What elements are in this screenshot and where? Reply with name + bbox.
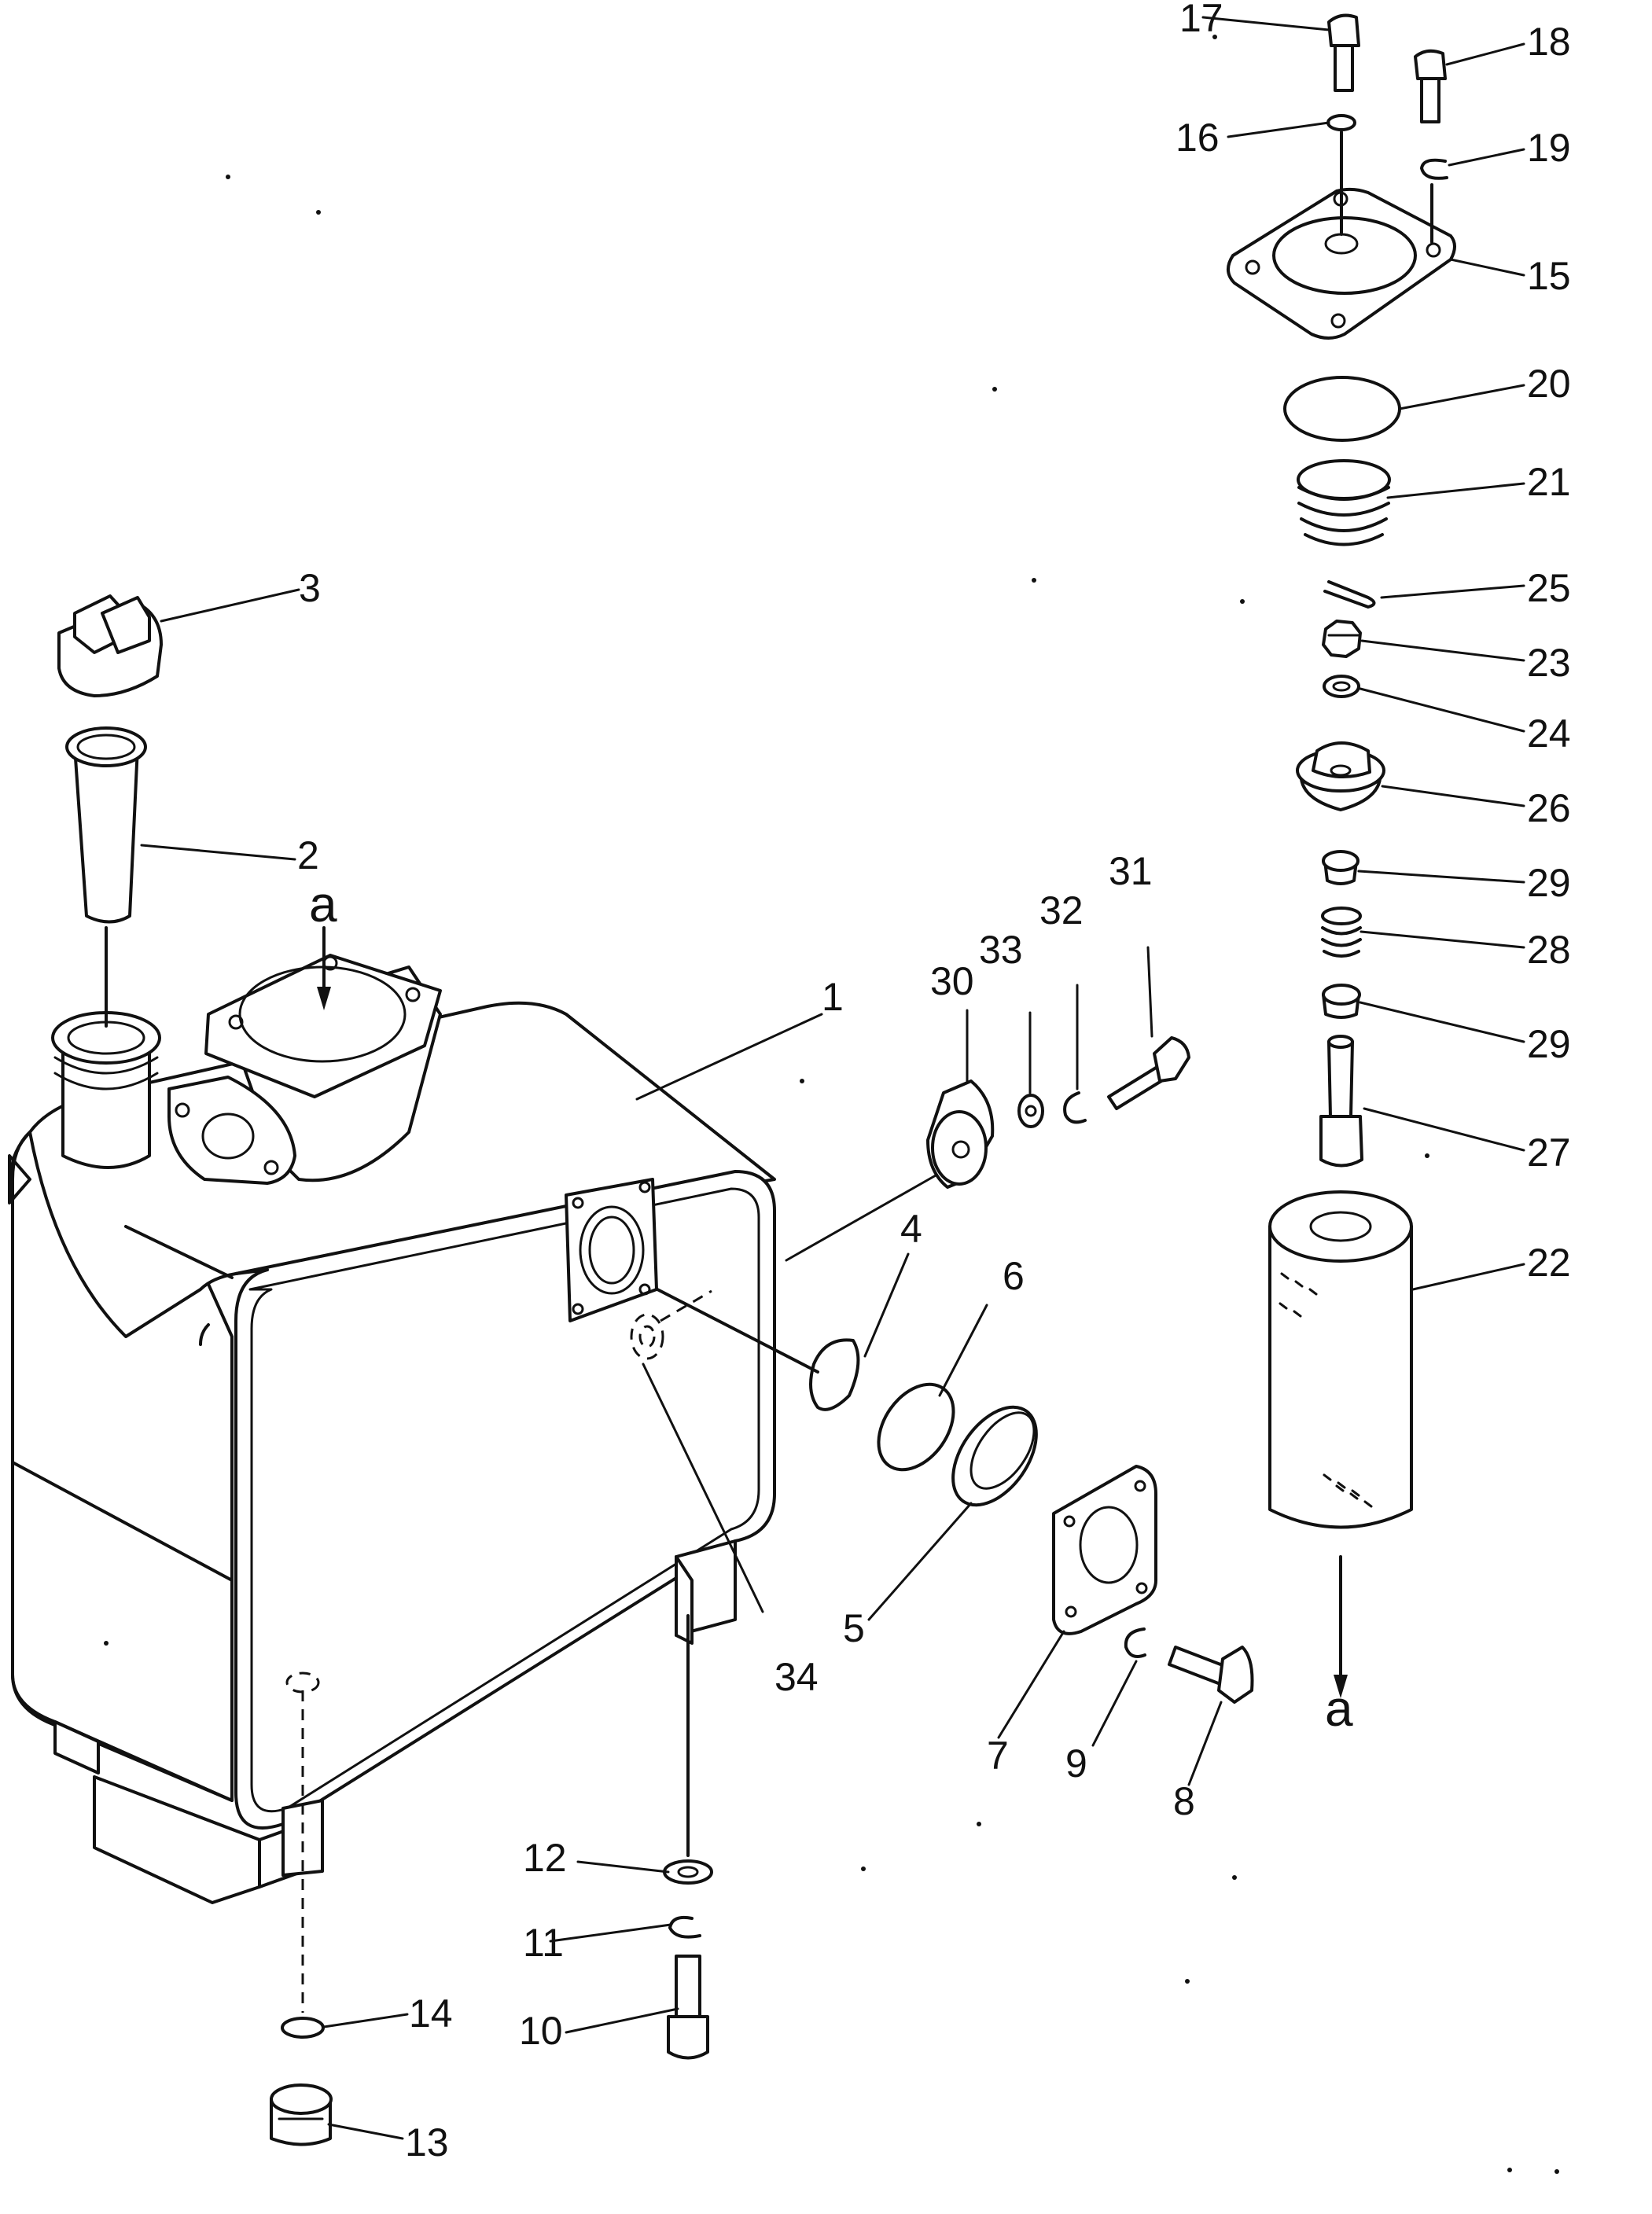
filter-element-22 [1268, 1190, 1413, 1529]
callout-24: 24 [1527, 712, 1571, 756]
callout-1: 1 [822, 975, 844, 1019]
bolt-17 [1327, 13, 1360, 92]
filter-cover-15 [1227, 187, 1456, 340]
drain-plug-13 [270, 2083, 333, 2146]
callout-30: 30 [930, 959, 974, 1003]
plug-34 [630, 1313, 664, 1360]
leader-lines [140, 16, 1525, 2140]
o-ring-16 [1326, 114, 1356, 131]
o-ring-14 [281, 2017, 325, 2039]
callout-28: 28 [1527, 928, 1571, 972]
spring-21 [1297, 459, 1391, 546]
spring-28 [1321, 907, 1362, 958]
callout-26: 26 [1527, 786, 1571, 830]
ring-5 [951, 1405, 1038, 1507]
callout-3: 3 [299, 566, 321, 610]
callout-29-top: 29 [1527, 861, 1571, 905]
callout-10: 10 [519, 2009, 563, 2053]
bushing [926, 1079, 995, 1189]
spring-washer-32 [1063, 1091, 1087, 1124]
filler-cap [57, 594, 163, 697]
callout-25: 25 [1527, 566, 1571, 610]
flange-7 [1052, 1465, 1157, 1635]
callout-13: 13 [405, 2120, 449, 2164]
washer-12 [663, 1859, 713, 1885]
valve-seat-29-bottom [1322, 984, 1361, 1019]
callout-21: 21 [1527, 460, 1571, 504]
callout-31: 31 [1109, 849, 1153, 893]
bolt-31 [1107, 1036, 1190, 1110]
callout-22: 22 [1527, 1241, 1571, 1285]
callout-12: 12 [523, 1836, 567, 1880]
callout-29-bottom: 29 [1527, 1022, 1571, 1066]
callout-6: 6 [1003, 1254, 1025, 1298]
assembly-axis-lines [105, 131, 1433, 2013]
callout-labels: a a 1 2 3 4 5 6 7 8 9 10 11 12 13 14 15 … [297, 0, 1571, 2164]
valve-26 [1296, 741, 1385, 811]
bolt-18 [1414, 49, 1447, 123]
callout-32: 32 [1039, 888, 1084, 932]
callout-17: 17 [1179, 0, 1223, 40]
gasket-4 [809, 1338, 860, 1411]
callout-15: 15 [1527, 254, 1571, 298]
hydraulic-tank [8, 954, 776, 1904]
scan-specks [104, 35, 1559, 2174]
filler-strainer [65, 726, 147, 924]
shaft-27 [1319, 1035, 1363, 1168]
ref-label-a-top: a [309, 876, 337, 932]
callout-20: 20 [1527, 362, 1571, 406]
bolt-8 [1168, 1646, 1254, 1704]
callout-2: 2 [297, 833, 319, 877]
callout-4: 4 [900, 1207, 922, 1251]
callout-16: 16 [1176, 116, 1220, 160]
washer-24 [1323, 675, 1360, 698]
washer-33 [1017, 1094, 1044, 1128]
nut-23 [1322, 620, 1362, 658]
callout-27: 27 [1527, 1131, 1571, 1175]
spring-washer-11 [668, 1915, 701, 1939]
valve-seat-29-top [1322, 850, 1359, 885]
callout-23: 23 [1527, 641, 1571, 685]
callout-18: 18 [1527, 20, 1571, 64]
callout-34: 34 [774, 1655, 819, 1699]
spring-washer-19 [1420, 158, 1448, 180]
o-ring-20 [1283, 376, 1401, 442]
spring-washer-9 [1124, 1627, 1146, 1658]
callout-9: 9 [1065, 1741, 1087, 1786]
bolt-10 [667, 1955, 709, 2060]
callout-11: 11 [523, 1921, 564, 1965]
callout-7: 7 [987, 1734, 1009, 1778]
callout-8: 8 [1173, 1779, 1195, 1823]
cotter-pin-25 [1323, 580, 1376, 609]
callout-19: 19 [1527, 126, 1571, 170]
ref-label-a-bottom: a [1325, 1680, 1353, 1737]
callout-14: 14 [409, 1991, 453, 2036]
callout-33: 33 [979, 928, 1023, 972]
callout-5: 5 [843, 1606, 865, 1650]
